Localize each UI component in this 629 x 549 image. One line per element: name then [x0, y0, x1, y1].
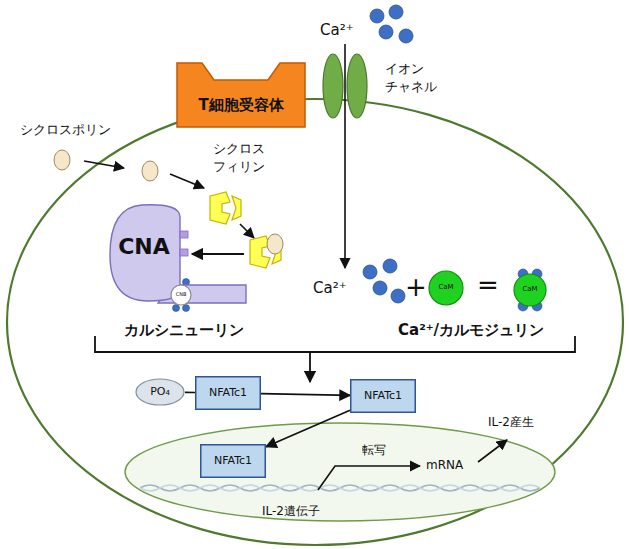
operator: +	[405, 270, 427, 305]
calcium-ion	[399, 29, 413, 43]
receptor-shape	[177, 63, 305, 127]
calcium-ion	[383, 259, 397, 273]
channel-subunit	[347, 54, 367, 118]
calcium-ion	[363, 265, 377, 279]
receptor-box: T細胞受容体	[176, 62, 306, 128]
node-text: CNA	[118, 235, 170, 259]
calcium-ion	[183, 305, 190, 312]
part-name: IL-2産生	[488, 414, 534, 430]
ellipse-outline	[136, 379, 184, 405]
node-text: T細胞受容体	[198, 97, 283, 114]
process-box: NFATc1	[195, 376, 261, 410]
part-name: mRNA	[426, 457, 463, 473]
cyclosporin	[54, 150, 70, 170]
calcium-ion	[379, 25, 393, 39]
calcineurin-b: CNB	[170, 284, 192, 306]
calcium-influx-arrow	[344, 44, 346, 268]
ellipse-outline	[429, 271, 463, 305]
node-text: CaM	[522, 286, 537, 294]
cell-membrane	[7, 99, 623, 545]
connector	[261, 394, 350, 396]
channel-subunit	[323, 54, 343, 118]
cyclophilin-part	[210, 192, 230, 224]
cyclophilin-part	[232, 196, 241, 220]
calcium-ions	[363, 259, 405, 303]
ellipse-outline	[514, 274, 546, 306]
node-text: NFATc1	[364, 390, 402, 402]
connector	[266, 410, 350, 446]
rect-outline	[196, 377, 261, 410]
node-outline	[176, 62, 306, 128]
cna-body	[110, 205, 180, 301]
calcium-ion	[389, 5, 403, 19]
cyclosporin	[267, 234, 283, 254]
calmodulin: CaM	[428, 270, 464, 306]
arrow	[84, 161, 124, 168]
node-text: CNB	[176, 292, 187, 298]
arrow	[309, 352, 311, 382]
process-label: 転写	[362, 442, 386, 458]
rect-outline	[351, 380, 416, 413]
node-text: CaM	[438, 284, 453, 292]
ellipse-outline	[171, 285, 191, 305]
transcription-arrow	[318, 466, 420, 490]
node-text: PO₄	[150, 386, 170, 398]
binding-site	[180, 231, 188, 238]
ion-label: Ca²⁺	[313, 278, 347, 298]
process-box: NFATc1	[200, 444, 266, 478]
dna-strand	[140, 485, 540, 491]
dna-strand	[140, 485, 540, 491]
phosphate: PO₄	[135, 378, 185, 406]
binding-site	[180, 249, 188, 256]
calcium-ion	[173, 305, 180, 312]
ion-label: Ca²⁺	[320, 20, 354, 40]
node-text: NFATc1	[209, 387, 247, 399]
operator: =	[477, 268, 499, 303]
connector	[185, 392, 195, 394]
nucleus	[125, 423, 555, 521]
cyclosporin	[142, 161, 158, 181]
calcium-ion	[391, 289, 405, 303]
node-text: NFATc1	[214, 455, 252, 467]
calmodulin-complex: CaM	[513, 273, 547, 307]
arrow	[478, 440, 507, 462]
calcium-ion	[373, 281, 387, 295]
arrow	[170, 174, 204, 188]
part-name: シクロス フィリン	[208, 140, 270, 175]
part-name: イオン チャネル	[385, 60, 447, 95]
arrow	[240, 224, 254, 238]
part-name: カルシニューリン	[124, 320, 244, 340]
part-name: シクロスポリン	[20, 121, 111, 139]
arrow	[192, 253, 244, 255]
calcium-ion	[370, 9, 384, 23]
calcium-ions	[370, 5, 413, 43]
cyclophilin	[210, 192, 241, 224]
part-name: IL-2遺伝子	[262, 503, 320, 519]
part-name: Ca²⁺/カルモジュリン	[398, 320, 544, 340]
process-box: NFATc1	[350, 379, 416, 413]
rect-outline	[201, 445, 266, 478]
